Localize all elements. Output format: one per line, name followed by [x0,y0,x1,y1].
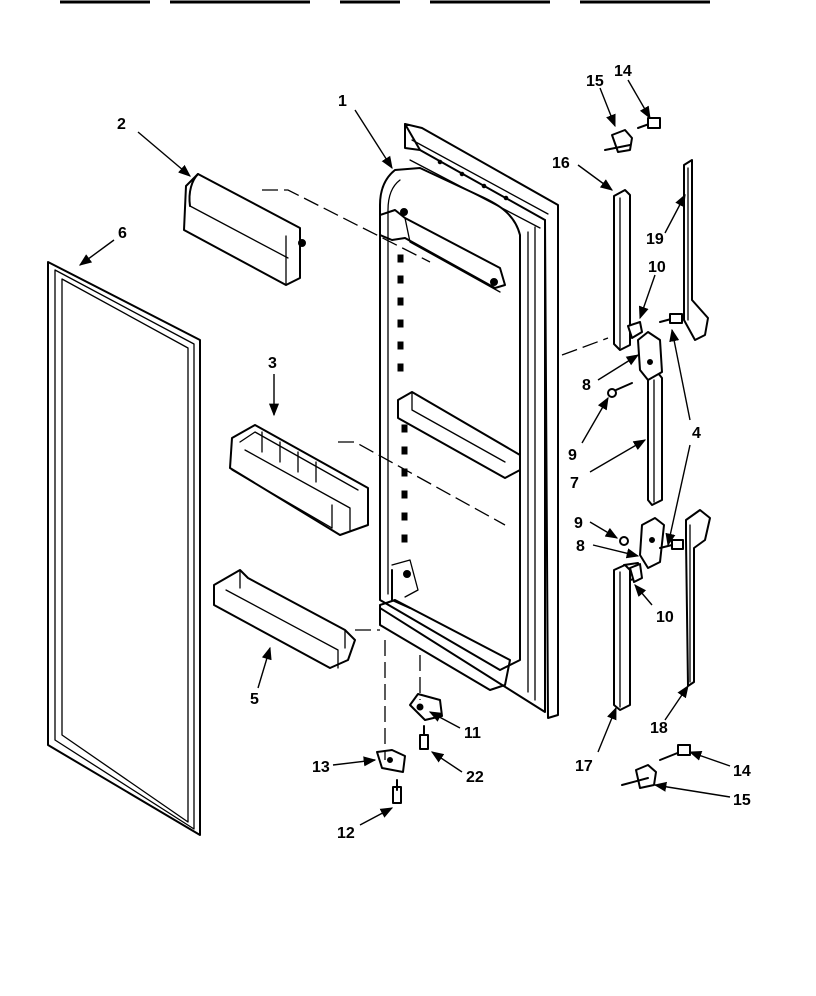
callout-2: 2 [117,116,126,133]
door-bin-part [229,424,369,536]
leader-lines [78,79,731,826]
lower-handle-part [685,509,711,687]
top-trim-part [613,189,631,351]
door-shelf-bar-part [213,569,356,669]
callout-9-bottom: 9 [574,515,583,532]
liner-rail-holes [397,254,408,543]
callout-15-bottom: 15 [733,792,751,809]
callout-7: 7 [570,475,579,492]
upper-handle-part [683,159,709,341]
callout-5: 5 [250,691,259,708]
upper-handle-mount-part [607,313,683,398]
door-gasket-part [47,261,201,836]
callout-6: 6 [118,225,127,242]
callout-15-top: 15 [586,73,604,90]
screw-22-part [419,725,429,750]
callout-13: 13 [312,759,330,776]
callout-3: 3 [268,355,277,372]
callout-4: 4 [692,425,701,442]
callout-11: 11 [464,725,481,742]
callout-9-top: 9 [568,447,577,464]
callout-12: 12 [337,825,355,842]
bottom-trim-part [613,562,639,711]
dairy-door-part [183,173,306,286]
callout-16: 16 [552,155,570,172]
callout-22: 22 [466,769,484,786]
handle-insert-part [647,372,663,506]
bottom-hinge-bracket-part [376,749,406,773]
door-top-dots [437,159,509,201]
callout-8-bottom: 8 [576,538,585,555]
callout-19: 19 [646,231,664,248]
callout-10-top: 10 [648,259,666,276]
callout-17: 17 [575,758,593,775]
assembly-dash-lines [262,189,609,760]
callout-labels: 1 2 6 3 5 15 14 16 19 10 8 9 4 7 9 8 10 … [117,63,751,842]
bottom-hinge-part [621,744,691,789]
lower-handle-mount-part [619,517,684,583]
callout-14-top: 14 [614,63,632,80]
door-liner-part [379,123,559,719]
callout-14-bottom: 14 [733,763,751,780]
callout-1: 1 [338,93,347,110]
top-hinge-part [604,117,661,153]
callout-8-top: 8 [582,377,591,394]
screw-12-part [392,779,402,804]
callout-10-bottom: 10 [656,609,674,626]
callout-18: 18 [650,720,668,737]
